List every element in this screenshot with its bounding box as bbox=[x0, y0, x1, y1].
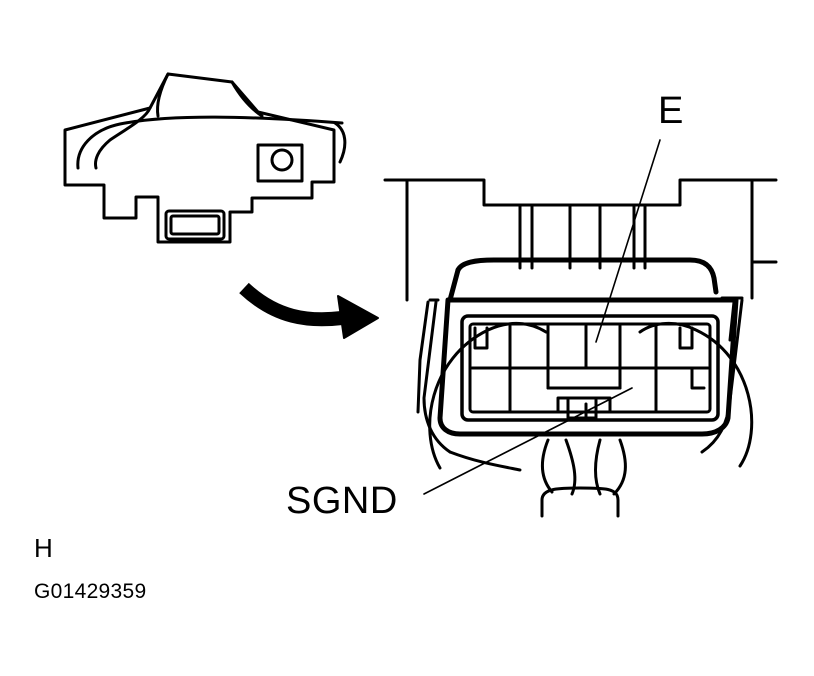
leader-line-e bbox=[595, 139, 661, 343]
view-letter-label: H bbox=[34, 533, 53, 563]
leader-line-sgnd bbox=[423, 387, 633, 495]
terminal-e-label: E bbox=[658, 90, 684, 132]
component-overview bbox=[63, 72, 347, 244]
terminal-sgnd-label: SGND bbox=[286, 480, 398, 522]
curved-arrow-right-icon bbox=[239, 282, 379, 339]
connector-enlarged bbox=[383, 178, 778, 518]
figure-code-label: G01429359 bbox=[34, 580, 147, 603]
